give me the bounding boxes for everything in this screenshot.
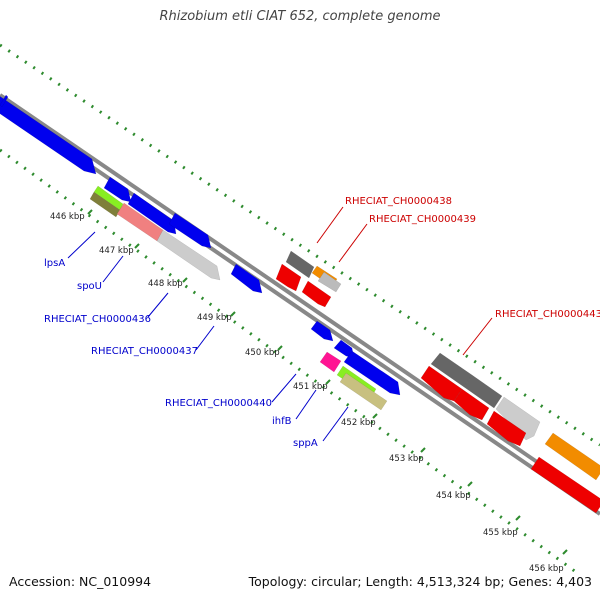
gene-arrow-reverse[interactable]	[544, 432, 600, 481]
gene-arrow-forward[interactable]	[168, 212, 212, 249]
gene-label-ch439[interactable]: RHECIAT_CH0000439	[369, 214, 476, 225]
gene-arrow-forward[interactable]	[156, 229, 221, 281]
tick-label: 453 kbp	[389, 454, 424, 464]
callout-line	[295, 389, 317, 420]
gene-label-ch438[interactable]: RHECIAT_CH0000438	[345, 196, 452, 207]
gene-arrow-reverse[interactable]	[530, 456, 600, 514]
gene-arrow-reverse[interactable]	[317, 271, 342, 293]
outer-tick-track	[0, 43, 600, 447]
gene-arrow-forward[interactable]	[0, 94, 9, 108]
tick-mark	[325, 379, 331, 385]
gene-arrow-forward[interactable]	[310, 320, 334, 342]
tick-mark	[515, 515, 521, 521]
gene-label-ch436[interactable]: RHECIAT_CH0000436	[44, 314, 151, 325]
tick-mark	[230, 311, 236, 317]
gene-arrows	[0, 94, 600, 514]
gene-label-ch440[interactable]: RHECIAT_CH0000440	[165, 398, 272, 409]
tick-label: 452 kbp	[341, 418, 376, 428]
callout-line	[147, 292, 169, 318]
tick-label: 447 kbp	[99, 246, 134, 256]
tick-label: 446 kbp	[50, 212, 85, 222]
gene-labels: lpsA spoU RHECIAT_CH0000436 RHECIAT_CH00…	[44, 196, 600, 449]
map-title: Rhizobium etli CIAT 652, complete genome	[159, 9, 441, 24]
callout-line	[322, 406, 349, 442]
gene-arrow-reverse[interactable]	[275, 263, 302, 292]
tick-label: 448 kbp	[148, 279, 183, 289]
tick-mark	[134, 243, 140, 249]
gene-arrow-forward[interactable]	[319, 351, 342, 373]
tick-labels: 446 kbp 447 kbp 448 kbp 449 kbp 450 kbp …	[50, 212, 564, 574]
callout-line	[195, 325, 215, 351]
gene-label-ihfB[interactable]: ihfB	[272, 416, 292, 427]
gene-arrow-forward[interactable]	[230, 263, 263, 294]
tick-mark	[372, 413, 378, 419]
gene-arrow-forward[interactable]	[343, 350, 401, 396]
tick-marks	[87, 209, 568, 555]
gene-arrow-reverse[interactable]	[301, 280, 332, 308]
gene-arrow-forward[interactable]	[93, 185, 124, 211]
tick-mark	[467, 481, 473, 487]
backbone-line-bottom	[0, 102, 600, 516]
tick-mark	[87, 209, 93, 215]
tick-label: 456 kbp	[529, 564, 564, 574]
gene-arrow-reverse[interactable]	[486, 410, 527, 447]
tick-label: 450 kbp	[245, 348, 280, 358]
inner-tick-track	[0, 148, 581, 577]
tick-label: 449 kbp	[197, 313, 232, 323]
gene-arrow-reverse[interactable]	[453, 388, 490, 421]
tick-label: 454 kbp	[436, 491, 471, 501]
accession-text: Accession: NC_010994	[9, 574, 152, 589]
callout-line	[102, 255, 124, 283]
callout-line	[338, 223, 368, 263]
callout-lines	[67, 206, 493, 442]
gene-label-lpsA[interactable]: lpsA	[44, 258, 65, 269]
gene-label-sppA[interactable]: sppA	[293, 438, 318, 449]
gene-label-ch443[interactable]: RHECIAT_CH0000443	[495, 309, 600, 320]
callout-line	[67, 231, 96, 259]
callout-line	[271, 373, 297, 403]
gene-arrow-forward[interactable]	[103, 176, 132, 203]
tick-mark	[562, 549, 568, 555]
tick-label: 455 kbp	[483, 528, 518, 538]
tick-label: 451 kbp	[293, 382, 328, 392]
gene-arrow-forward[interactable]	[339, 372, 388, 411]
genome-summary-text: Topology: circular; Length: 4,513,324 bp…	[248, 574, 592, 589]
gene-arrow-reverse[interactable]	[463, 374, 503, 409]
gene-arrow-forward[interactable]	[0, 95, 97, 175]
gene-arrow-reverse[interactable]	[285, 250, 315, 279]
tick-mark	[277, 345, 283, 351]
callout-line	[316, 206, 344, 244]
tick-mark	[182, 277, 188, 283]
gene-label-ch437[interactable]: RHECIAT_CH0000437	[91, 346, 198, 357]
gene-label-spoU[interactable]: spoU	[77, 281, 102, 292]
backbone-line-top	[0, 93, 600, 507]
callout-line	[462, 317, 493, 356]
tick-mark	[420, 447, 426, 453]
